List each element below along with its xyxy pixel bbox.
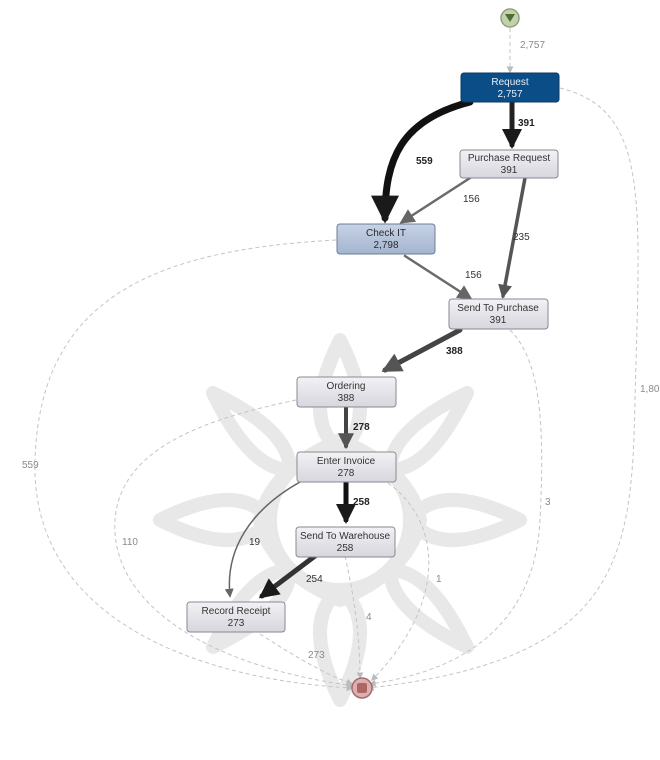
edge-request-end [366, 87, 639, 691]
label-request-purchase: 391 [518, 118, 535, 129]
label-warehouse-record: 254 [306, 574, 323, 585]
label-start-request: 2,757 [520, 40, 545, 51]
label-record-end: 273 [308, 650, 325, 661]
edge-sendpurchase-ordering [381, 327, 463, 373]
edge-warehouse-record [258, 553, 318, 599]
label-sendpurchase-end: 3 [545, 497, 551, 508]
edge-sendpurchase-end [368, 329, 543, 687]
node-record-receipt-title: Record Receipt [202, 606, 271, 617]
node-ordering-count: 388 [338, 393, 355, 404]
edge-labels: 2,757 391 559 156 235 156 388 278 258 19… [22, 40, 660, 661]
node-send-to-warehouse-count: 258 [337, 543, 354, 554]
node-request-count: 2,757 [497, 89, 522, 100]
edge-checkit-sendpurchase [403, 254, 473, 300]
edge-invoice-end [371, 482, 430, 682]
node-ordering[interactable]: Ordering 388 [296, 376, 397, 408]
edge-purchase-checkit [399, 176, 472, 224]
label-request-end: 1,80 [640, 384, 660, 395]
edge-checkit-end [34, 239, 354, 692]
node-purchase-request[interactable]: Purchase Request 391 [459, 149, 559, 179]
label-request-checkit: 559 [416, 156, 433, 167]
label-purchase-sendpurchase: 235 [513, 232, 530, 243]
node-ordering-title: Ordering [327, 381, 366, 392]
label-ordering-end: 110 [122, 537, 138, 548]
label-checkit-sendpurchase: 156 [465, 270, 482, 281]
label-ordering-invoice: 278 [353, 422, 370, 433]
label-invoice-end: 1 [436, 574, 442, 585]
node-send-to-warehouse-title: Send To Warehouse [300, 531, 390, 542]
dashed-edges [34, 28, 639, 692]
node-check-it-title: Check IT [366, 228, 406, 239]
node-send-to-purchase[interactable]: Send To Purchase 391 [448, 298, 549, 330]
node-check-it[interactable]: Check IT 2,798 [336, 223, 436, 255]
edge-request-checkit [371, 98, 474, 224]
node-send-to-purchase-title: Send To Purchase [457, 303, 539, 314]
node-record-receipt-count: 273 [228, 618, 245, 629]
end-event[interactable] [351, 677, 373, 699]
node-check-it-count: 2,798 [373, 240, 398, 251]
edge-record-end [259, 633, 354, 686]
start-triangle-icon [505, 14, 515, 22]
label-sendpurchase-ordering: 388 [446, 346, 463, 357]
label-warehouse-end: 4 [366, 612, 372, 623]
node-purchase-request-count: 391 [501, 165, 518, 176]
edge-invoice-record [224, 481, 301, 598]
node-request[interactable]: Request 2,757 [460, 72, 560, 103]
edge-purchase-sendpurchase [498, 176, 527, 299]
start-event[interactable] [500, 8, 520, 28]
node-request-title: Request [491, 77, 528, 88]
node-enter-invoice-count: 278 [338, 468, 355, 479]
solid-edges [224, 98, 527, 599]
label-invoice-record: 19 [249, 537, 261, 548]
node-send-to-purchase-count: 391 [490, 315, 507, 326]
label-checkit-end: 559 [22, 460, 39, 471]
label-purchase-checkit: 156 [463, 194, 480, 205]
end-square-icon [357, 683, 367, 693]
node-send-to-warehouse[interactable]: Send To Warehouse 258 [295, 526, 396, 558]
edge-warehouse-end [344, 555, 364, 680]
label-invoice-warehouse: 258 [353, 497, 370, 508]
node-record-receipt[interactable]: Record Receipt 273 [186, 601, 286, 633]
node-enter-invoice-title: Enter Invoice [317, 456, 376, 467]
node-enter-invoice[interactable]: Enter Invoice 278 [296, 451, 397, 483]
edge-ordering-end [114, 399, 356, 689]
node-purchase-request-title: Purchase Request [468, 153, 550, 164]
